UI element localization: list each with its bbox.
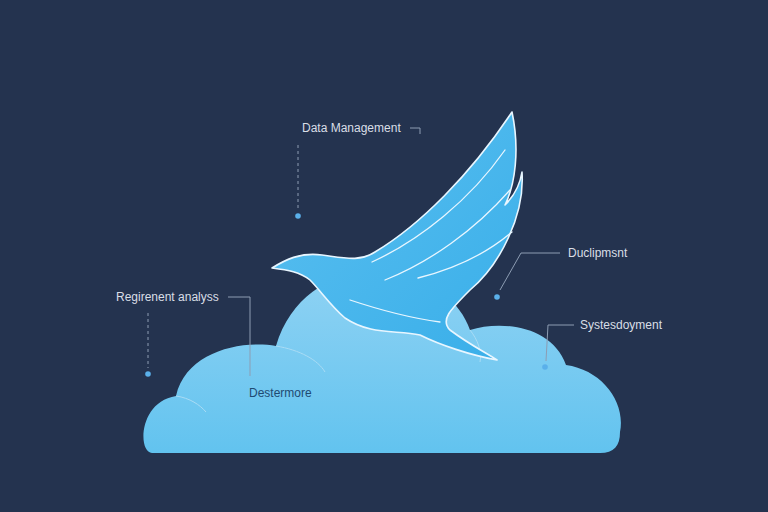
callout-label: Duclipmsnt [568, 246, 627, 260]
callout-label: Systesdoyment [580, 318, 662, 332]
bird [272, 112, 522, 360]
callout-label: Regirenent analyss [116, 290, 219, 304]
bird-feathers [350, 150, 512, 322]
leader-lines [148, 128, 574, 376]
callout-label: Data Management [302, 121, 401, 135]
callout-label: Destermore [249, 386, 312, 400]
